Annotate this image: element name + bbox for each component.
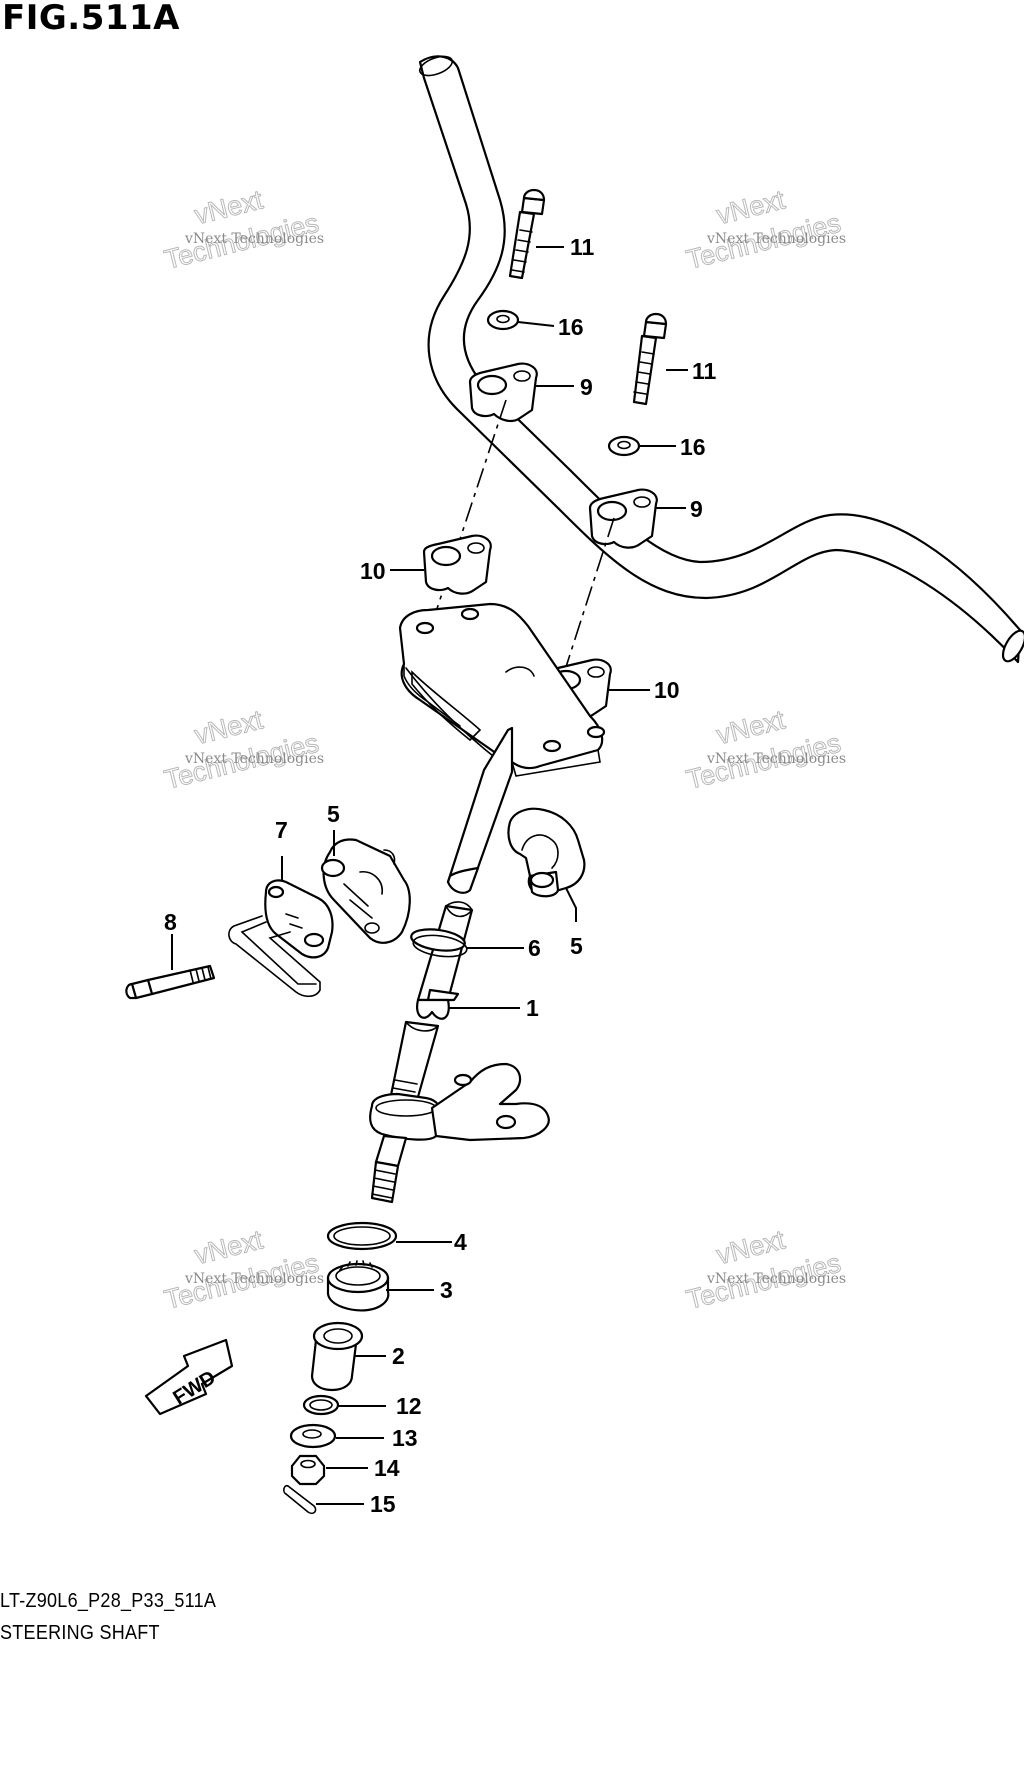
callout-9: 9 bbox=[580, 374, 593, 400]
bushing-2 bbox=[310, 1321, 364, 1392]
lower-holder-left bbox=[422, 534, 492, 595]
callout-3: 3 bbox=[440, 1277, 453, 1303]
upper-clamp-right bbox=[588, 488, 658, 549]
handlebar bbox=[418, 55, 1024, 664]
callout-5: 5 bbox=[570, 933, 583, 959]
watermark-mid-left: vNext Technologies bbox=[161, 704, 322, 796]
callout-14: 14 bbox=[374, 1455, 400, 1481]
callout-8: 8 bbox=[164, 909, 177, 935]
callout-2: 2 bbox=[392, 1343, 405, 1369]
callout-15: 15 bbox=[370, 1491, 396, 1517]
washer-12 bbox=[302, 1394, 340, 1416]
watermark-small: vNext Technologies bbox=[706, 751, 846, 767]
callout-10: 10 bbox=[654, 677, 680, 703]
bolt-8 bbox=[125, 964, 216, 1000]
washer-13 bbox=[289, 1423, 337, 1449]
callout-4: 4 bbox=[454, 1229, 467, 1255]
cotter-pin-15 bbox=[283, 1484, 317, 1515]
upper-clamp-left bbox=[468, 362, 538, 423]
figure-code: LT-Z90L6_P28_P33_511A bbox=[0, 1590, 217, 1612]
callout-6: 6 bbox=[528, 935, 541, 961]
figure-name: STEERING SHAFT bbox=[0, 1622, 160, 1644]
callout-11: 11 bbox=[692, 358, 717, 384]
callout-10: 10 bbox=[360, 558, 386, 584]
watermark-small: vNext Technologies bbox=[706, 231, 846, 247]
holder-bracket bbox=[398, 602, 606, 777]
nut-14 bbox=[290, 1454, 326, 1486]
watermark-small: vNext Technologies bbox=[184, 751, 324, 767]
shaft-seal bbox=[410, 928, 468, 958]
callout-16: 16 bbox=[680, 434, 706, 460]
figure-title: FIG.511A bbox=[2, 0, 180, 38]
forward-arrow: FWD bbox=[144, 1338, 234, 1416]
watermark-top-right: vNext Technologies bbox=[683, 184, 844, 276]
watermark-low-left: vNext Technologies bbox=[161, 1224, 322, 1316]
cotter-plate bbox=[228, 879, 334, 998]
bolt-right bbox=[632, 312, 668, 406]
callouts: 11 16 9 11 16 9 10 10 5 7 8 5 6 1 4 3 2 bbox=[164, 234, 717, 1517]
watermark-small: vNext Technologies bbox=[706, 1271, 846, 1287]
watermark-small: vNext Technologies bbox=[184, 1271, 324, 1287]
bolt-left bbox=[508, 188, 546, 280]
bearing-3 bbox=[326, 1260, 390, 1312]
callout-5: 5 bbox=[327, 801, 340, 827]
callout-7: 7 bbox=[275, 817, 288, 843]
shaft-holder-left bbox=[320, 838, 411, 944]
callout-12: 12 bbox=[396, 1393, 422, 1419]
watermark-small: vNext Technologies bbox=[184, 231, 324, 247]
callout-13: 13 bbox=[392, 1425, 418, 1451]
callout-1: 1 bbox=[526, 995, 539, 1021]
circlip-4 bbox=[326, 1221, 398, 1251]
shaft-holder-right bbox=[507, 807, 586, 898]
watermark-low-right: vNext Technologies bbox=[683, 1224, 844, 1316]
watermark-mid-right: vNext Technologies bbox=[683, 704, 844, 796]
callout-11: 11 bbox=[570, 234, 595, 260]
washer-left bbox=[486, 309, 520, 331]
steering-shaft bbox=[369, 726, 550, 1204]
washer-right bbox=[607, 435, 641, 457]
watermark-top-left: vNext Technologies bbox=[161, 184, 322, 276]
assembly-line-right bbox=[535, 517, 615, 761]
callout-16: 16 bbox=[558, 314, 584, 340]
callout-9: 9 bbox=[690, 496, 703, 522]
